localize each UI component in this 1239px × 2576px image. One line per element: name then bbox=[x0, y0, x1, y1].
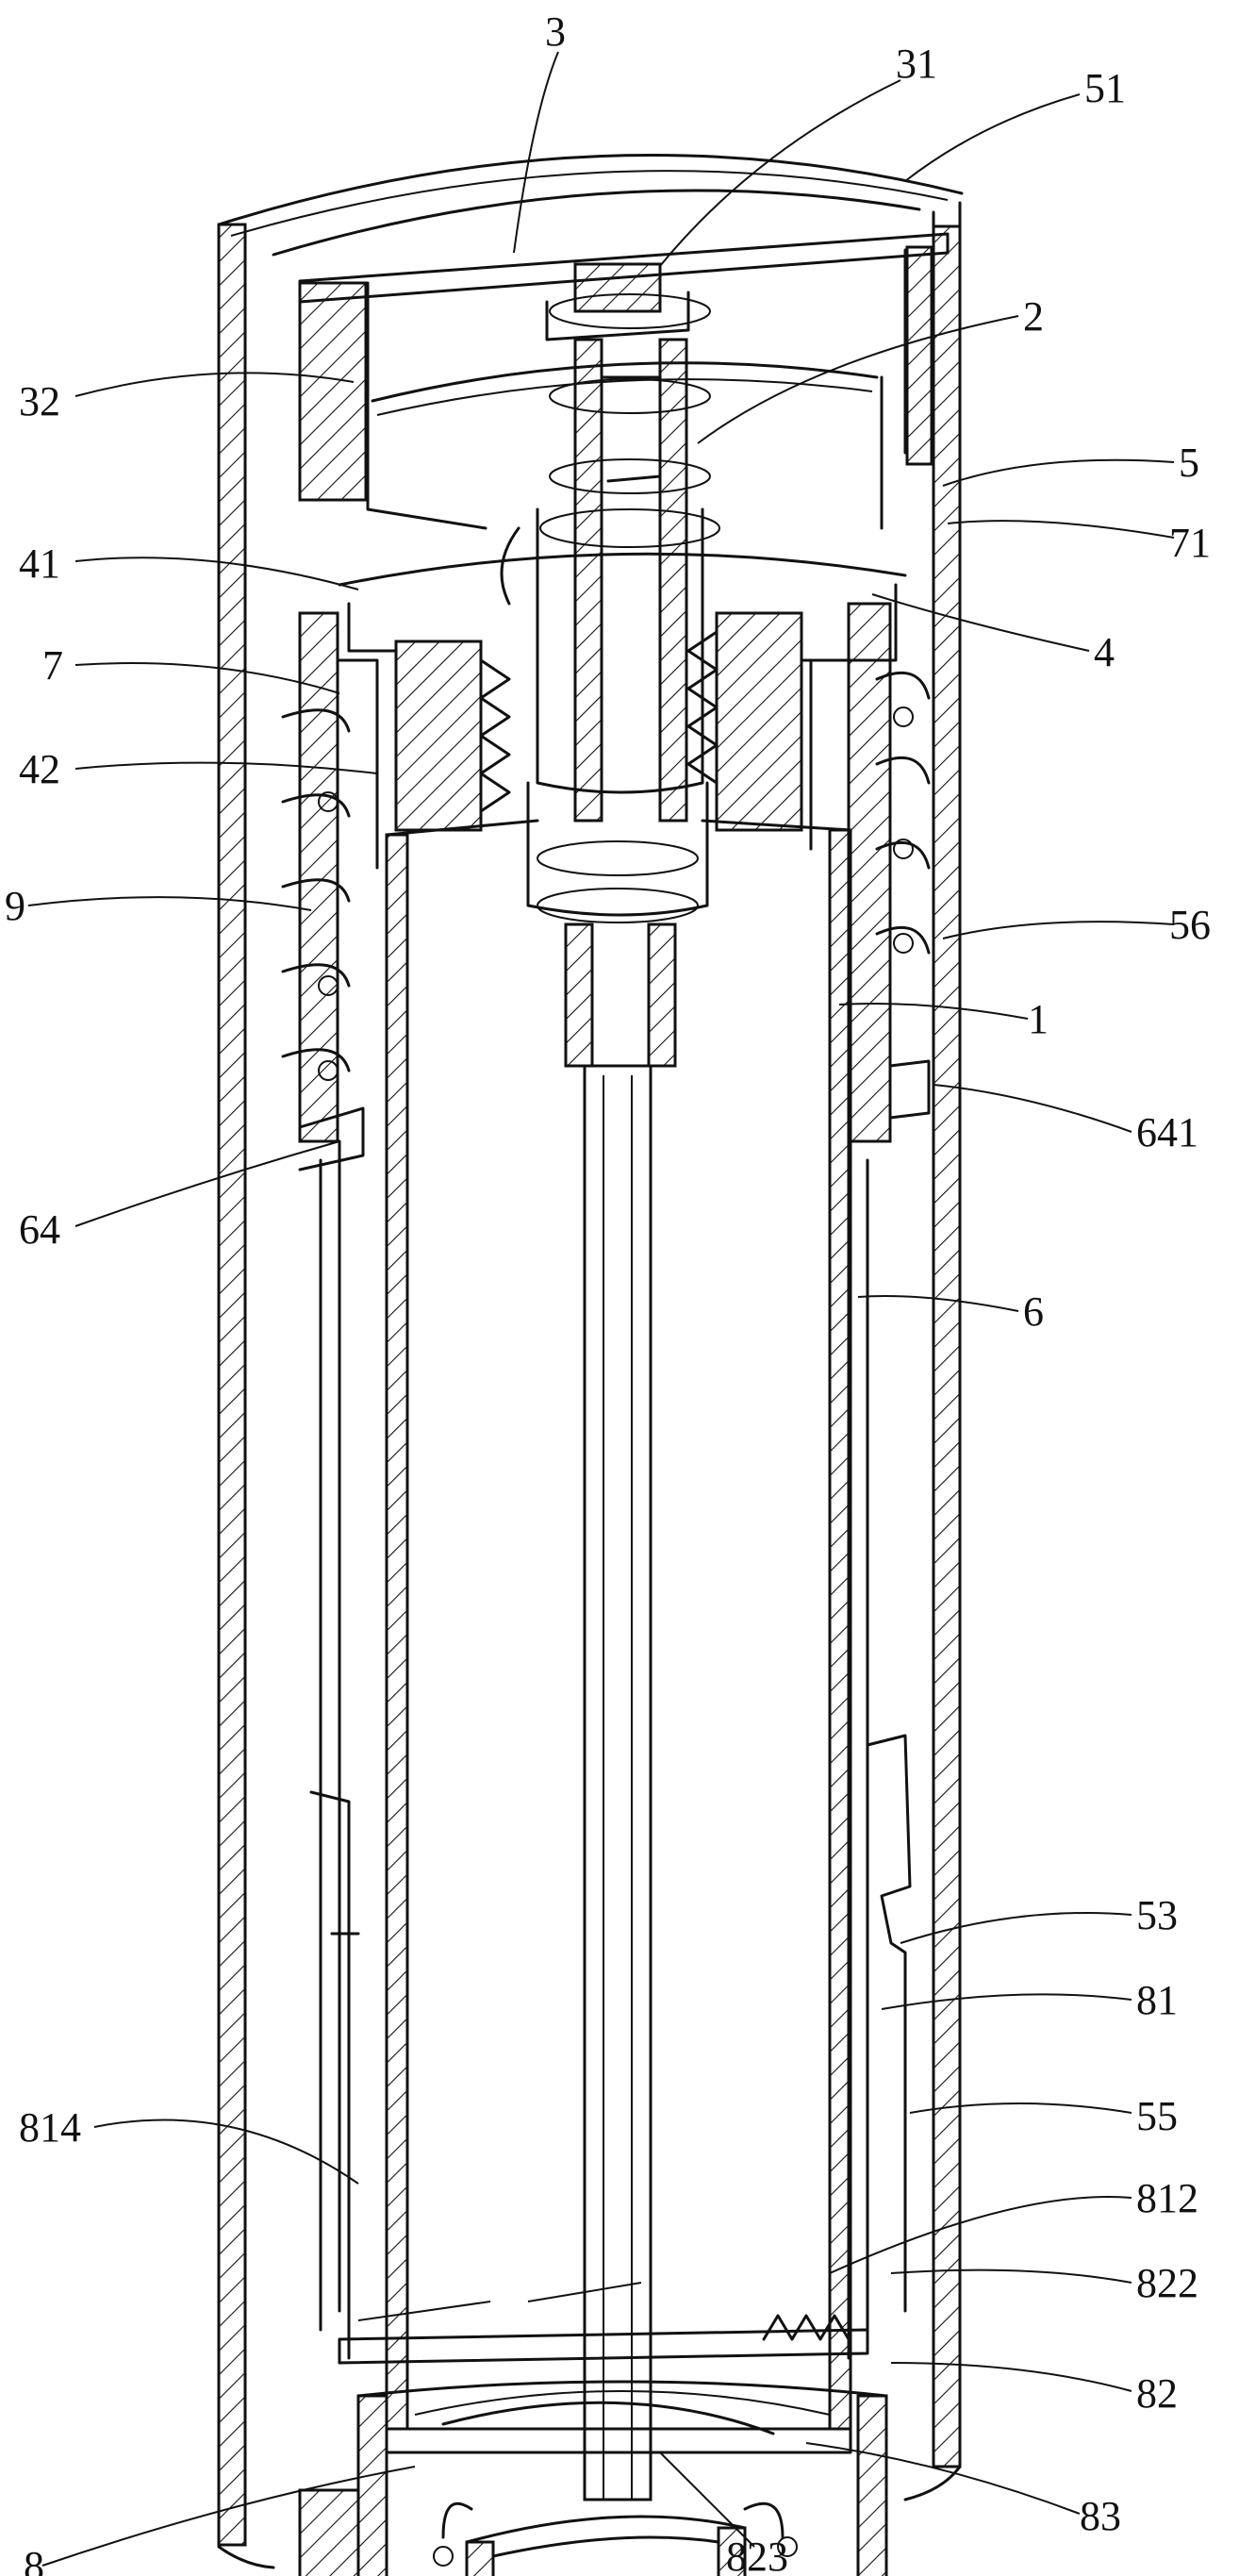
inner-bottle bbox=[385, 819, 852, 2454]
label-641: 641 bbox=[1136, 1109, 1198, 1155]
leader-lines bbox=[27, 51, 1175, 2567]
label-5: 5 bbox=[1179, 440, 1199, 486]
label-83: 83 bbox=[1080, 2493, 1121, 2539]
label-51: 51 bbox=[1084, 65, 1126, 111]
label-32: 32 bbox=[19, 378, 60, 424]
label-1: 1 bbox=[1028, 996, 1049, 1042]
label-31: 31 bbox=[896, 41, 937, 87]
label-9: 9 bbox=[5, 883, 25, 929]
label-81: 81 bbox=[1136, 1977, 1178, 2023]
label-822: 822 bbox=[1136, 2260, 1198, 2306]
label-7: 7 bbox=[42, 642, 63, 689]
label-2: 2 bbox=[1023, 293, 1044, 340]
pump-assembly bbox=[500, 262, 720, 2501]
label-82: 82 bbox=[1136, 2370, 1178, 2417]
label-8: 8 bbox=[24, 2543, 44, 2576]
label-42: 42 bbox=[19, 746, 60, 792]
outer-sleeve bbox=[217, 154, 964, 2569]
label-53: 53 bbox=[1136, 1892, 1178, 1938]
upper-spring bbox=[281, 671, 931, 1081]
lower-base bbox=[298, 1734, 912, 2576]
part-labels: 3 31 51 32 2 5 71 41 4 7 42 9 56 1 641 6… bbox=[5, 8, 1211, 2576]
label-4: 4 bbox=[1094, 629, 1115, 675]
label-55: 55 bbox=[1136, 2093, 1178, 2139]
label-812: 812 bbox=[1136, 2175, 1198, 2221]
label-71: 71 bbox=[1169, 520, 1211, 566]
label-64: 64 bbox=[19, 1206, 60, 1253]
label-814: 814 bbox=[19, 2104, 81, 2151]
threaded-neck bbox=[338, 552, 907, 832]
label-3: 3 bbox=[545, 8, 566, 55]
label-56: 56 bbox=[1169, 902, 1211, 948]
label-6: 6 bbox=[1023, 1288, 1044, 1335]
label-41: 41 bbox=[19, 540, 60, 587]
top-cap bbox=[298, 232, 950, 530]
label-823: 823 bbox=[726, 2534, 788, 2576]
